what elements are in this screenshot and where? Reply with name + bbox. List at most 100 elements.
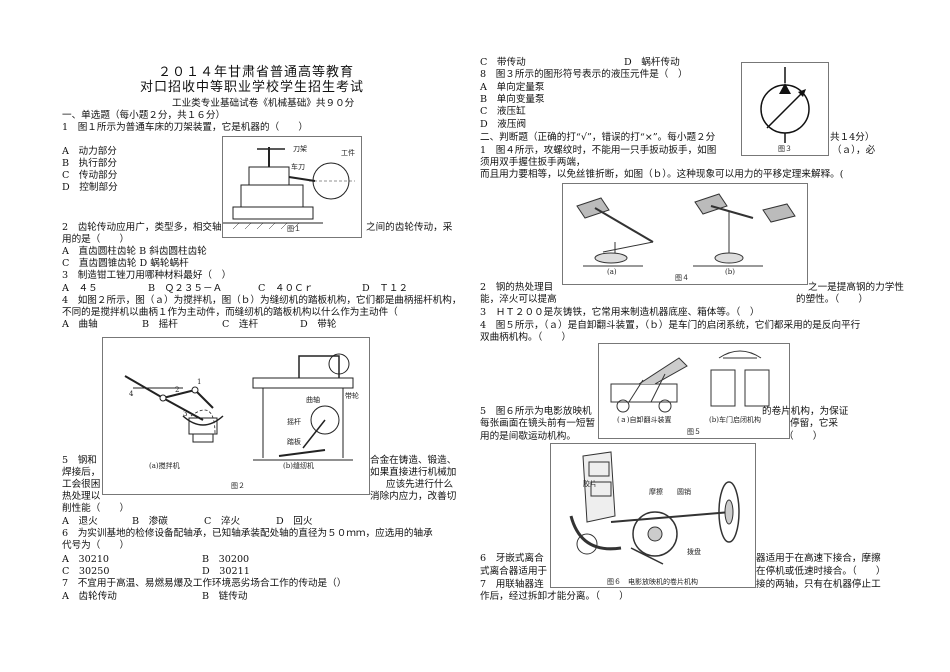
option-1a: A 动力部分 <box>62 146 117 157</box>
figure-6-label-film: 胶片 <box>583 480 597 488</box>
tf-question-6-line2: 式离合器适用于 <box>480 566 548 577</box>
option-5a: A 退火 <box>62 516 98 527</box>
question-5-line2a: 焊接后， <box>62 467 101 478</box>
question-2-line2: 用的是（ ） <box>62 234 130 245</box>
figure-2-label-3: 3 <box>183 410 188 418</box>
figure-6-film-projector: 摩擦 圆销 胶片 拨盘 图６ 电影放映机的卷片机构 <box>550 443 756 588</box>
option-3a: A ４５ <box>62 283 98 294</box>
option-6d: D 30211 <box>202 566 250 577</box>
exam-subtitle: 工业类专业基础试卷《机械基础》共９０分 <box>172 98 355 109</box>
question-2: 2 齿轮传动应用广，类型多，相交轴 <box>62 222 222 233</box>
figure-1-label-tool-post: 刀架 <box>293 145 307 153</box>
option-4c: C 连杆 <box>222 319 259 330</box>
question-6-line2: 代号为（ ） <box>62 540 130 551</box>
figure-4-tapping: (a) (b) 图４ <box>562 183 808 285</box>
tf-question-2-cont: 之一是提高钢的力学性 <box>808 282 904 293</box>
section-heading-true-false: 二、判断题（正确的打“√”，错误的打“×”。每小题２分 <box>480 132 716 143</box>
tf-question-2-line2-cont: 的塑性。（ ） <box>796 294 868 305</box>
figure-5-sub-a: (ａ)自卸翻斗装置 <box>617 416 672 424</box>
figure-4-drawing <box>576 193 796 267</box>
option-1b: B 执行部分 <box>62 158 118 169</box>
option-7a: A 齿轮传动 <box>62 591 117 602</box>
figure-4-sub-b: (b) <box>725 268 735 276</box>
exam-title-line2: 对口招收中等职业学校学生招生考试 <box>140 80 365 95</box>
option-8c: C 液压缸 <box>480 106 526 117</box>
figure-6-label-pin: 圆销 <box>677 488 691 496</box>
question-4: 4 如图２所示，图（ａ）为搅拌机，图（ｂ）为缝纫机的踏板机构，它们都是曲柄摇杆机… <box>62 295 462 306</box>
figure-6-label-dial: 拨盘 <box>687 548 701 556</box>
figure-4-sub-a: (a) <box>607 268 617 276</box>
figure-2-caption: 图２ <box>231 482 245 490</box>
option-7b: B 链传动 <box>202 591 248 602</box>
figure-1-lathe-tool-post: 刀架 车刀 工件 图１ <box>222 136 362 238</box>
tf-question-1-line2: 须用双手握住扳手两端， <box>480 157 586 168</box>
figure-4-caption: 图４ <box>675 274 689 282</box>
option-1c: C 传动部分 <box>62 170 118 181</box>
option-3c: C ４０Ｃｒ <box>258 283 314 294</box>
option-3b: B Ｑ２３５－Ａ <box>148 283 223 294</box>
tf-question-1: 1 图４所示，攻螺纹时，不能用一只手扳动扳手，如图 <box>480 145 717 156</box>
figure-2-crank-rocker: 4 1 2 3 曲轴 摇杆 踏板 带轮 (a)搅拌机 (b)缝纫机 图２ <box>102 337 370 495</box>
figure-5-caption: 图５ <box>687 428 701 436</box>
section-heading-true-false-cont: 共１4分） <box>830 132 875 143</box>
figure-2-label-4: 4 <box>129 390 134 398</box>
figure-2-label-pedal: 踏板 <box>287 438 301 446</box>
figure-6-drawing <box>569 451 740 565</box>
tf-question-7-line2: 作后，经过拆卸才能分离。（ ） <box>480 591 629 602</box>
section-heading-single-choice: 一、单选题（每小题２分，共１６分） <box>62 110 226 121</box>
figure-5-double-crank: (ａ)自卸翻斗装置 (b)车门启闭机构 图５ <box>598 343 790 439</box>
option-3d: D Ｔ１２ <box>362 283 409 294</box>
figure-3-caption: 图３ <box>778 145 792 153</box>
figure-2-label-1: 1 <box>197 378 202 386</box>
option-5c: C 淬火 <box>204 516 241 527</box>
tf-question-7-cont: 接的两轴，只有在机器停止工 <box>756 579 881 590</box>
option-8a: A 单向定量泵 <box>480 82 545 93</box>
option-4d: D 带轮 <box>300 319 337 330</box>
tf-question-7: 7 用联轴器连 <box>480 579 544 590</box>
tf-question-4: 4 图５所示，（ａ）是自卸翻斗装置，（ｂ）是车门的启闭系统，它们都采用的是反向平… <box>480 320 861 331</box>
question-5-line4a: 热处理以 <box>62 491 101 502</box>
tf-question-5-line2-cont: 停留，它采 <box>790 418 838 429</box>
tf-question-1-line3: 而且用力要相等，以免丝锥折断，如图（ｂ）。这种现象可以用力的平移定理来解释。( <box>480 169 844 180</box>
question-4-line2: 不同的是搅拌机以曲柄１作为主动件，而缝纫机的踏板机构以什么作为主动件（ <box>62 307 398 318</box>
tf-question-6: 6 牙嵌式离合 <box>480 553 544 564</box>
option-6b: B 30200 <box>202 554 250 565</box>
figure-6-caption: 图６ 电影放映机的卷片机构 <box>607 578 698 586</box>
question-5-line3a: 工会很困 <box>62 479 101 490</box>
figure-1-label-workpiece: 工件 <box>341 149 355 157</box>
tf-question-4-line2: 双曲柄机构。（ ） <box>480 332 572 343</box>
question-6: 6 为实训基地的检修设备配轴承，已知轴承装配处轴的直径为５０ｍｍ，应选用的轴承 <box>62 528 433 539</box>
figure-1-caption: 图１ <box>287 225 301 233</box>
tf-question-2-line2: 能，淬火可以提高 <box>480 294 557 305</box>
tf-question-1-cont: （ａ），必 <box>832 145 876 156</box>
option-5b: B 渗碳 <box>132 516 168 527</box>
option-5d: D 回火 <box>276 516 313 527</box>
question-2-cont: 之间的齿轮传动，采 <box>366 222 453 233</box>
figure-3-drawing <box>760 67 810 143</box>
figure-2-label-pulley: 带轮 <box>345 392 359 400</box>
tf-question-6-cont: 器适用于在高速下接合，摩擦 <box>756 553 881 564</box>
option-4a: A 曲轴 <box>62 319 98 330</box>
option-7c: C 带传动 <box>480 57 526 68</box>
figure-2-label-crankshaft: 曲轴 <box>306 396 320 404</box>
option-8b: B 单向变量泵 <box>480 94 545 105</box>
question-7: 7 不宜用于高温、易燃易爆及工作环境恶劣场合工作的传动是（） <box>62 578 347 589</box>
tf-question-6-line2-cont: 在停机或低速时接合。（ ） <box>756 566 886 577</box>
exam-title-line1: ２０１４年甘肃省普通高等教育 <box>158 65 355 80</box>
tf-question-2: 2 钢的热处理目 <box>480 282 554 293</box>
figure-6-label-friction: 摩擦 <box>649 488 663 496</box>
figure-2-label-2: 2 <box>175 386 180 394</box>
figure-1-label-cutter: 车刀 <box>291 163 305 171</box>
option-2cd: C 直齿圆锥齿轮 D 蜗轮蜗杆 <box>62 258 189 269</box>
figure-3-hydraulic-symbol: 图３ <box>741 62 829 156</box>
option-6a: A 30210 <box>62 554 110 565</box>
question-5-b: 合金在铸造、锻造、 <box>370 455 457 466</box>
question-5-line5: 削性能（ ） <box>62 503 130 514</box>
question-3: 3 制造钳工锉刀用哪种材料最好（ ） <box>62 270 232 281</box>
tf-question-5-line2: 每张画面在镜头前有一短暂 <box>480 418 596 429</box>
figure-2-sub-a: (a)搅拌机 <box>149 462 180 470</box>
option-1d: D 控制部分 <box>62 182 118 193</box>
figure-5-sub-b: (b)车门启闭机构 <box>709 416 761 424</box>
question-5-line4b: 消除内应力，改善切 <box>370 491 457 502</box>
question-5-a: 5 钢和 <box>62 455 97 466</box>
